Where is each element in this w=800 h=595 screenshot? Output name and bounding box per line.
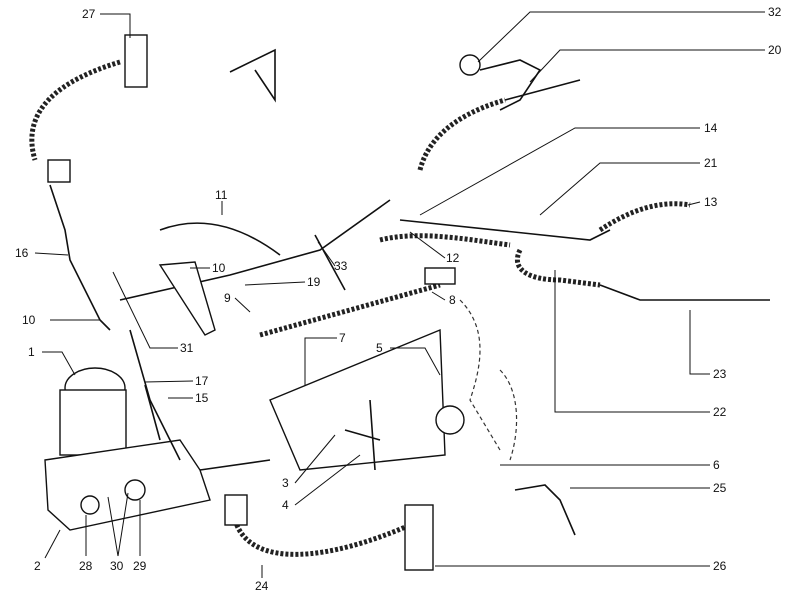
pedals-dashed — [459, 299, 518, 461]
label-22: 22 — [713, 405, 727, 419]
cable-11 — [159, 222, 281, 256]
label-17: 17 — [195, 374, 209, 388]
bracket-lower — [224, 494, 248, 526]
pipe-loop — [229, 48, 276, 103]
label-12: 12 — [446, 251, 460, 265]
rod-8 — [259, 282, 441, 338]
hose-24 — [232, 519, 412, 557]
label-7: 7 — [339, 331, 346, 345]
label-19: 19 — [307, 275, 321, 289]
label-11: 11 — [215, 188, 228, 202]
label-2: 2 — [34, 559, 41, 573]
label-6: 6 — [713, 458, 720, 472]
pipe-17 — [144, 384, 161, 441]
pipe-15 — [129, 329, 181, 461]
label-29: 29 — [133, 559, 147, 573]
label-27: 27 — [82, 7, 96, 21]
label-4: 4 — [282, 498, 289, 512]
label-13: 13 — [704, 195, 718, 209]
label-3: 3 — [282, 476, 289, 490]
label-20: 20 — [768, 43, 782, 57]
cable-12 — [379, 233, 511, 248]
label-31: 31 — [180, 341, 194, 355]
label-30: 30 — [110, 559, 124, 573]
label-23: 23 — [713, 367, 727, 381]
label-10-left: 10 — [22, 313, 36, 327]
reservoir-1 — [59, 389, 127, 456]
label-14: 14 — [704, 121, 718, 135]
clip-left — [47, 159, 71, 183]
leader-lines — [34, 11, 765, 578]
label-25: 25 — [713, 481, 727, 495]
label-26: 26 — [713, 559, 727, 573]
cable-23 — [599, 284, 770, 301]
pipe-21 — [399, 219, 611, 241]
label-24: 24 — [255, 579, 269, 593]
hose-bracket-27 — [124, 34, 148, 88]
port-28 — [80, 495, 100, 515]
part-labels: 27 32 20 14 21 13 11 16 10 33 12 19 9 8 … — [15, 5, 782, 593]
label-5: 5 — [376, 341, 383, 355]
front-hose-left — [29, 59, 121, 161]
label-9: 9 — [224, 291, 231, 305]
pipe-20 — [479, 59, 542, 111]
pipe-25 — [514, 484, 576, 536]
label-33: 33 — [334, 259, 348, 273]
rear-hose-upper — [417, 97, 506, 171]
pushrod — [199, 459, 271, 471]
pipe-top-right — [504, 79, 581, 101]
label-28: 28 — [79, 559, 93, 573]
label-32: 32 — [768, 5, 782, 19]
lever-10 — [158, 261, 216, 336]
label-21: 21 — [704, 156, 718, 170]
bracket-26 — [404, 504, 434, 571]
hose-13 — [598, 201, 691, 233]
hose-22 — [515, 248, 601, 288]
pedal-hole — [435, 405, 465, 435]
label-15: 15 — [195, 391, 209, 405]
parts-drawing — [29, 34, 770, 571]
label-8: 8 — [449, 293, 456, 307]
handle-8 — [424, 267, 456, 285]
pedal-bracket-7 — [269, 328, 446, 471]
pivot-3-4 — [344, 399, 381, 471]
label-1: 1 — [28, 345, 35, 359]
label-10-lever: 10 — [212, 261, 226, 275]
brake-pipe-16 — [49, 184, 111, 331]
pressure-switch-32 — [459, 54, 481, 76]
port-29 — [124, 479, 146, 501]
label-16: 16 — [15, 246, 29, 260]
